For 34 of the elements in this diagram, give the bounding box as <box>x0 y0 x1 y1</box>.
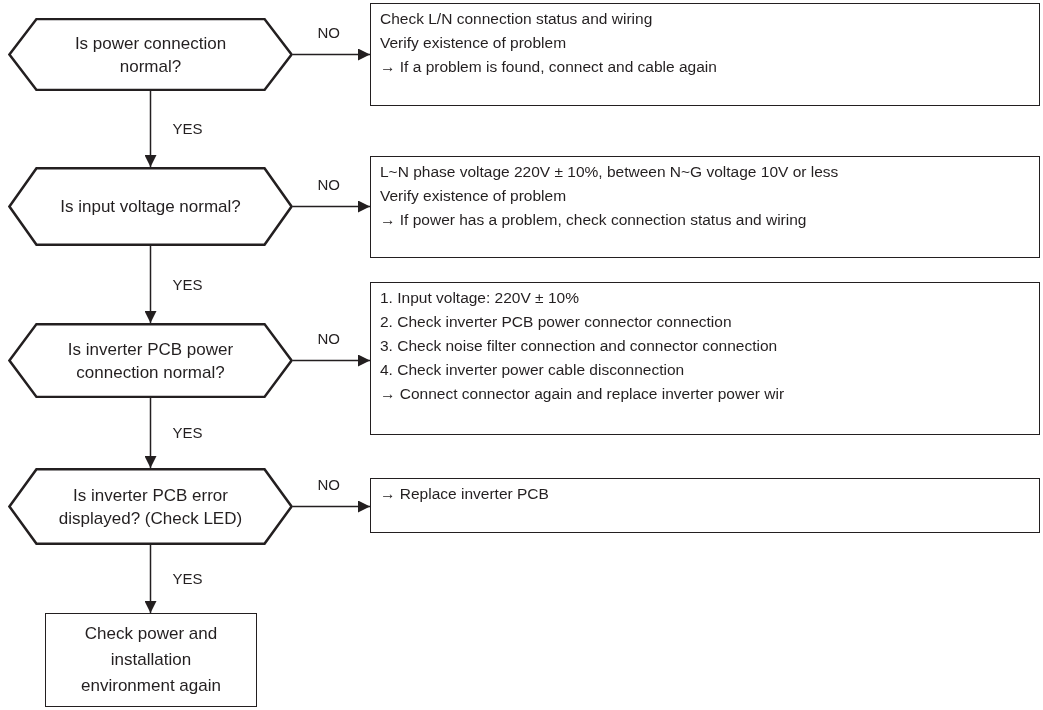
instruction-text: 4. Check inverter power cable disconnection <box>380 360 686 380</box>
instruction-text: 2. Check inverter PCB power connector connection <box>380 312 733 332</box>
question-text: Is inverter PCB error displayed? (Check LED) <box>57 484 244 530</box>
arrow <box>144 544 157 614</box>
process-box <box>45 613 257 707</box>
decision-hexagon <box>8 167 293 246</box>
arrow <box>144 90 157 168</box>
instruction-text: Verify existence of problem <box>380 33 568 53</box>
instruction-text: → If power has a problem, check connection status and wiring <box>380 210 808 230</box>
decision-hexagon <box>8 323 293 398</box>
instruction-text: 1. Input voltage: 220V ± 10% <box>380 288 580 308</box>
instruction-text: → Connect connector again and replace inverter power wir <box>380 384 786 404</box>
instruction-text: → Replace inverter PCB <box>380 484 550 504</box>
question-text: Is inverter PCB power connection normal? <box>66 338 235 384</box>
question-text: Is power connection normal? <box>73 32 228 78</box>
arrow <box>292 500 371 513</box>
arrow <box>292 48 371 61</box>
instruction-text: Check L/N connection status and wiring <box>380 9 654 29</box>
arrow <box>292 354 371 367</box>
action-box <box>370 156 1040 258</box>
instruction-text: → If a problem is found, connect and cable again <box>380 57 718 77</box>
action-box <box>370 478 1040 533</box>
action-box <box>370 282 1040 435</box>
arrow <box>292 200 371 213</box>
instruction-text: L~N phase voltage 220V ± 10%, between N~G voltage 10V or less <box>380 162 840 182</box>
decision-hexagon <box>8 18 293 91</box>
action-box <box>370 3 1040 106</box>
decision-hexagon <box>8 468 293 545</box>
arrow <box>144 245 157 324</box>
arrow <box>144 397 157 469</box>
process-text: Check power and installation environment again <box>80 623 222 697</box>
instruction-text: Verify existence of problem <box>380 186 568 206</box>
question-text: Is input voltage normal? <box>59 196 242 218</box>
instruction-text: 3. Check noise filter connection and connector connection <box>380 336 779 356</box>
